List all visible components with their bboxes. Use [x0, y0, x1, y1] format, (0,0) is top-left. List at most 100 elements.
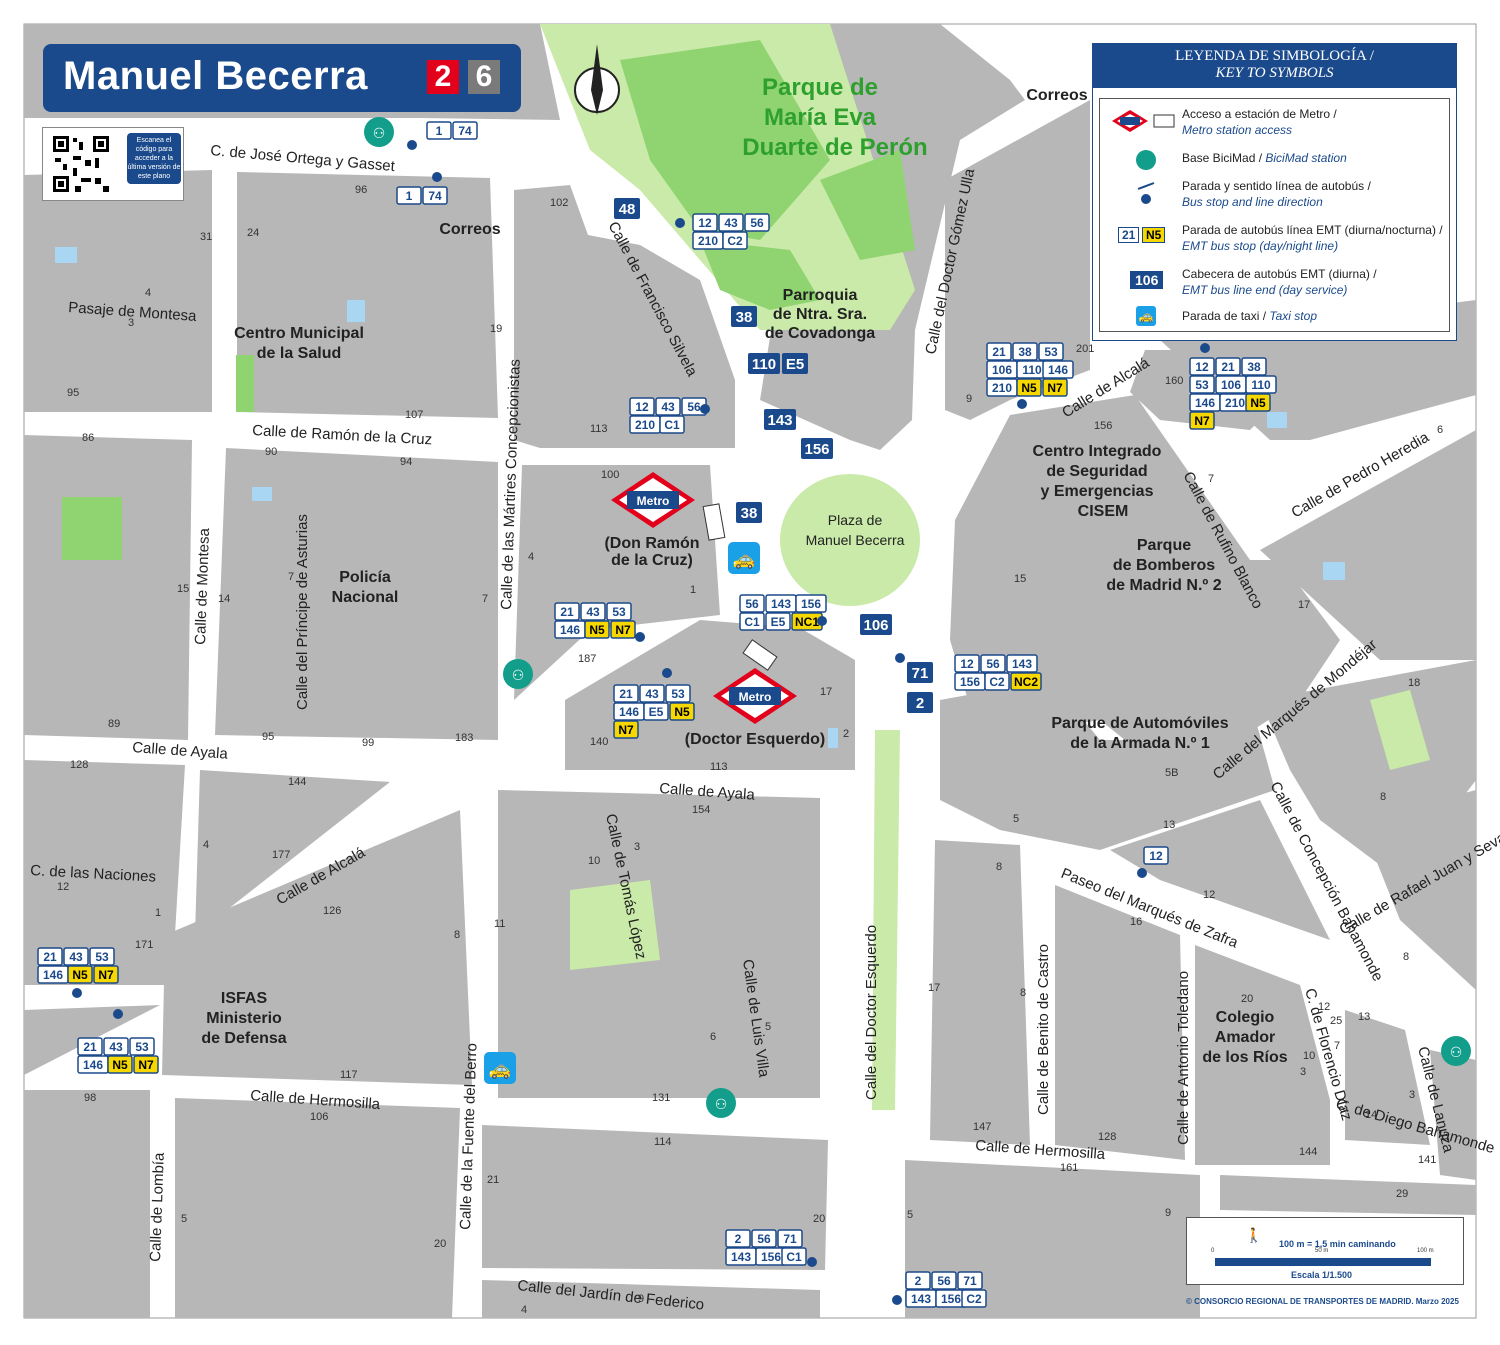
correos-label: Correos: [439, 221, 500, 238]
bus-line-label: 156: [801, 597, 821, 611]
bus-terminal-badge[interactable]: 106: [860, 614, 892, 635]
bus-terminal-label: E5: [786, 356, 804, 373]
bus-line-label: 12: [698, 216, 712, 230]
bus-stop-dot-icon[interactable]: [1017, 399, 1027, 409]
bicimad-icon[interactable]: ⚇: [706, 1088, 736, 1118]
house-number: 94: [400, 456, 412, 468]
bus-line-label: N5: [112, 1058, 128, 1072]
bus-stop-dot-icon[interactable]: [700, 404, 710, 414]
bus-line-label: 146: [1195, 396, 1215, 410]
bus-line-label: 146: [43, 968, 63, 982]
bus-terminal-label: 110: [752, 356, 776, 373]
house-number: 19: [490, 323, 502, 335]
bus-line-label: N7: [1194, 414, 1210, 428]
scale-bar: 🚶 100 m = 1,5 min caminando 0 50 m 100 m…: [1186, 1217, 1464, 1285]
bus-stop-dot-icon[interactable]: [892, 1295, 902, 1305]
svg-text:Metro: Metro: [637, 494, 670, 508]
bus-stop-dot-icon[interactable]: [113, 1009, 123, 1019]
house-number: 4: [528, 551, 534, 563]
house-number: 7: [1208, 473, 1214, 485]
house-number: 15: [177, 583, 189, 595]
bus-line-label: 12: [960, 657, 974, 671]
bus-line-label: 53: [1195, 378, 1209, 392]
scale-bar-graphic: [1215, 1258, 1431, 1266]
bicimad-icon[interactable]: ⚇: [364, 117, 394, 147]
bus-line-label: 53: [671, 687, 685, 701]
bus-stop-dot-icon[interactable]: [817, 616, 827, 626]
house-number: 2: [843, 728, 849, 740]
bus-line-label: 12: [1195, 360, 1209, 374]
bus-line-label: C1: [664, 418, 680, 432]
house-number: 12: [1203, 889, 1215, 901]
bicimad-icon[interactable]: ⚇: [1441, 1036, 1471, 1066]
house-number: 171: [135, 939, 153, 951]
bus-line-label: 53: [1044, 345, 1058, 359]
scale-tick: 100 m: [1417, 1248, 1434, 1254]
bus-stop-dot-icon[interactable]: [72, 988, 82, 998]
bus-stop-dot-icon[interactable]: [1137, 868, 1147, 878]
bus-stop-dot-icon[interactable]: [1200, 343, 1210, 353]
legend-text: Parada de autobús línea EMT (diurna/noct…: [1182, 223, 1443, 237]
bus-line-label: 143: [771, 597, 791, 611]
night-line-badge: N5: [1142, 227, 1165, 243]
bus-line-label: 71: [963, 1274, 977, 1288]
bus-stop-dot-icon[interactable]: [895, 653, 905, 663]
bus-line-label: 146: [560, 623, 580, 637]
metro-access-icon: [1110, 109, 1178, 133]
taxi-icon[interactable]: 🚕: [484, 1052, 516, 1084]
bus-terminal-badge[interactable]: 71: [907, 662, 933, 683]
house-number: 3: [1409, 1089, 1415, 1101]
bus-line-label: N5: [1021, 381, 1037, 395]
bus-terminal-badge[interactable]: 156: [801, 438, 833, 459]
house-number: 8: [1380, 791, 1386, 803]
qr-code-icon[interactable]: [51, 134, 111, 194]
bus-line-label: 56: [745, 597, 759, 611]
bus-stop-dot-icon[interactable]: [407, 140, 417, 150]
bus-line-label: N5: [589, 623, 605, 637]
bus-line-label: 38: [1018, 345, 1032, 359]
bus-terminal-badge[interactable]: 143: [764, 409, 796, 430]
bus-line-label: N7: [138, 1058, 154, 1072]
bus-line-label: 43: [586, 605, 600, 619]
house-number: 17: [1298, 599, 1310, 611]
bus-stop-dot-icon[interactable]: [635, 632, 645, 642]
zone-6-badge: 6: [468, 60, 500, 94]
legend-text: Parada de taxi / Taxi stop: [1182, 309, 1317, 323]
house-number: 9: [966, 393, 972, 405]
house-number: 11: [494, 918, 505, 930]
bus-line-label: 110: [1251, 378, 1271, 392]
bus-stop-icon: [1132, 179, 1162, 209]
house-number: 25: [1330, 1015, 1342, 1027]
bus-stop-dot-icon[interactable]: [432, 172, 442, 182]
bus-stop-dot-icon[interactable]: [675, 218, 685, 228]
house-number: 161: [1060, 1162, 1078, 1174]
bus-line-label: N7: [618, 723, 634, 737]
taxi-icon[interactable]: 🚕: [728, 542, 760, 574]
bus-stop-dot-icon[interactable]: [662, 668, 672, 678]
house-number: 8: [454, 929, 460, 941]
house-number: 102: [550, 197, 568, 209]
bus-line-label: 21: [560, 605, 574, 619]
svg-text:⚇: ⚇: [373, 125, 386, 141]
house-number: 106: [310, 1111, 328, 1123]
bus-line-label: E5: [649, 705, 664, 719]
bicimad-icon[interactable]: ⚇: [503, 659, 533, 689]
house-number: 16: [1130, 916, 1142, 928]
bus-terminal-badge[interactable]: E5: [782, 353, 808, 374]
bus-line-label: 53: [135, 1040, 149, 1054]
house-number: 187: [578, 653, 596, 665]
bus-terminal-badge[interactable]: 38: [731, 306, 757, 327]
house-number: 8: [996, 861, 1002, 873]
bus-stop-dot-icon[interactable]: [807, 1257, 817, 1267]
bus-line-label: 210: [992, 381, 1012, 395]
house-number: 5: [907, 1209, 913, 1221]
bus-terminal-badge[interactable]: 38: [736, 502, 762, 523]
bus-terminal-badge[interactable]: 110: [748, 353, 780, 374]
bus-terminal-badge[interactable]: 48: [614, 198, 640, 219]
qr-code-panel[interactable]: Escanea el código para acceder a la últi…: [42, 127, 184, 201]
legend-text-en: EMT bus line end (day service): [1182, 283, 1347, 297]
bus-terminal-badge[interactable]: 2: [907, 692, 933, 713]
house-number: 14: [218, 593, 230, 605]
